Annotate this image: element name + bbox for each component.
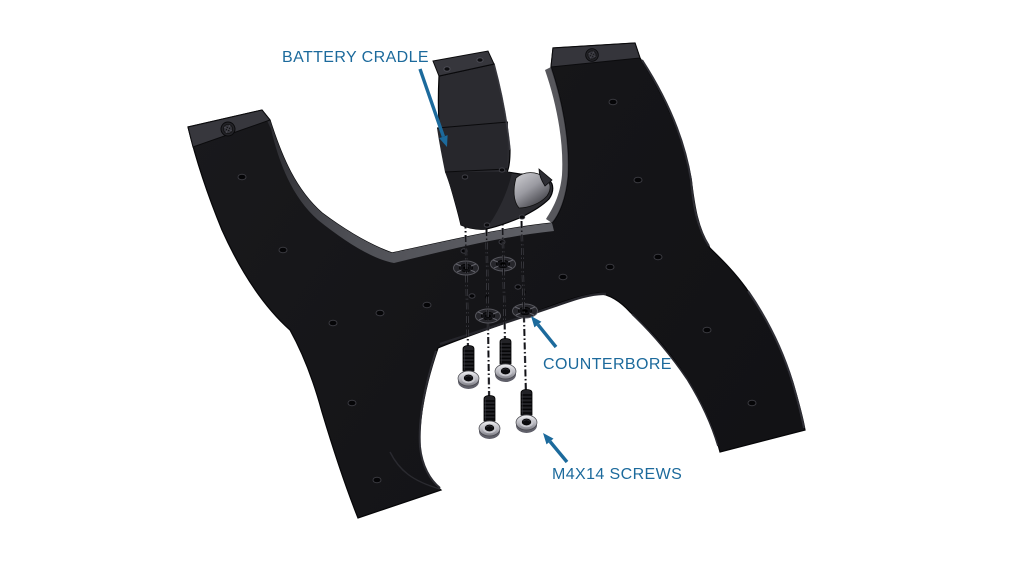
chamfer-edges [389,59,805,490]
annotation-screws: M4X14 SCREWS [543,433,682,483]
right-arm-inner-bevel [545,67,569,223]
cradle-saddle-surface [513,172,551,209]
battery-cradle-part [432,50,554,230]
left-tip-fastener [220,121,236,137]
cradle-top-holes [443,57,484,72]
bridge-bevel-highlight [262,110,554,263]
battery-cradle-leader-line [418,68,446,138]
base-plate [187,42,806,519]
counterbore-hole [490,256,516,272]
cradle-hook-tab [538,168,553,187]
battery-cradle-label: BATTERY CRADLE [282,49,429,66]
counterbore-hole [453,260,479,276]
screws-label: M4X14 SCREWS [552,466,682,483]
battery-cradle-arrowhead [439,135,448,147]
screw [457,344,480,390]
cradle-lower-panel [445,172,512,230]
screws-arrowhead [543,433,554,445]
screw [515,388,538,434]
counterbore-label: COUNTERBORE [543,356,672,373]
screws-leader-line [548,440,569,464]
cradle-middle-panel [437,122,508,172]
plate-holes [237,98,757,484]
counterbore-arrowhead [531,316,542,328]
annotation-battery-cradle: BATTERY CRADLE [282,49,448,147]
counterbore-leader-line [536,323,558,349]
counterbore-hole [512,303,538,319]
annotation-counterbore: COUNTERBORE [531,316,672,373]
screw [478,394,501,440]
screw [494,337,517,383]
cradle-mount-holes [461,167,526,228]
right-tip-fastener [585,48,599,62]
